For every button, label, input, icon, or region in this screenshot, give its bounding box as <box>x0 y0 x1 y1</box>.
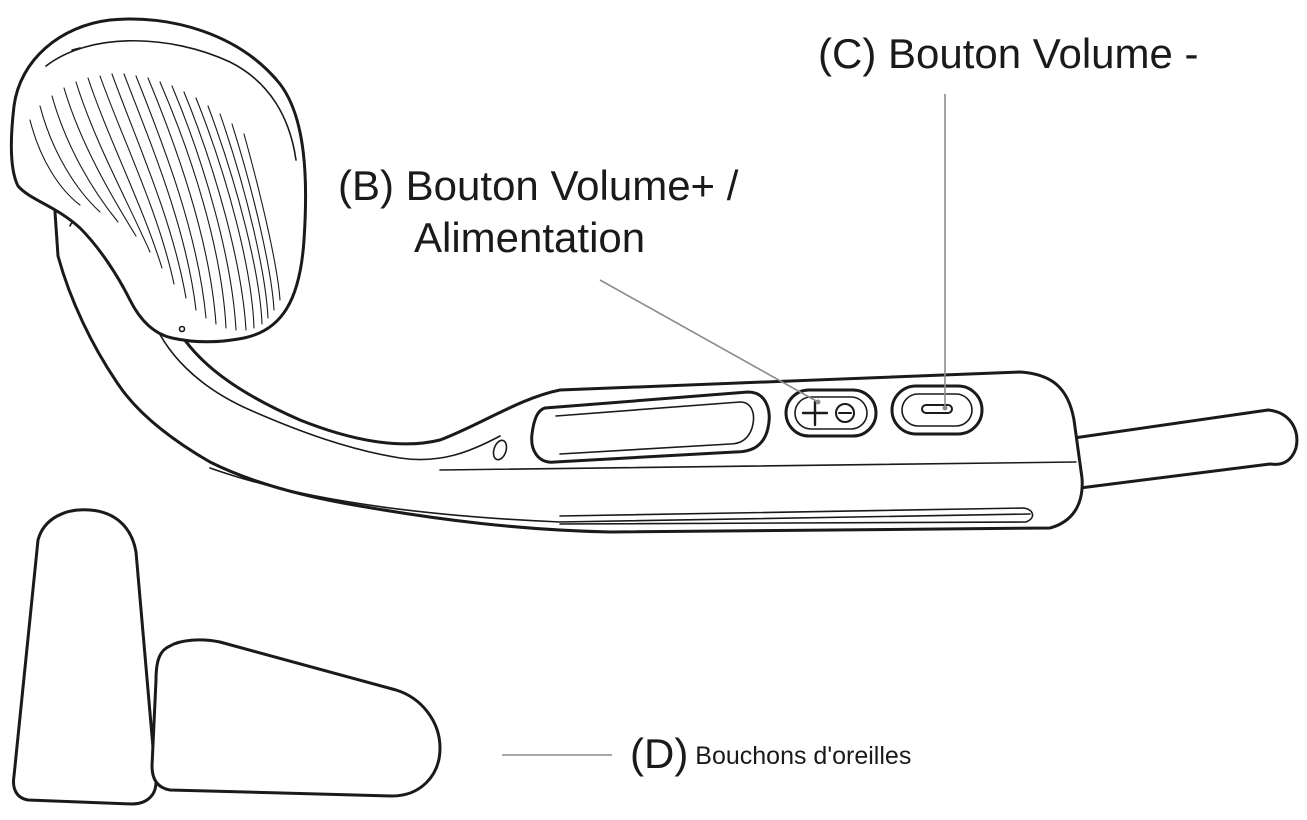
label-b-line1-row: (B) Bouton Volume+ / <box>338 160 738 212</box>
label-b-line1: Bouton Volume+ / <box>405 162 739 209</box>
transducer-pod <box>9 17 308 344</box>
label-c-letter: (C) <box>818 30 877 77</box>
cable <box>1058 408 1299 490</box>
label-b-line2-row: Alimentation <box>338 212 738 264</box>
leader-dot-b <box>815 399 821 405</box>
plus-icon <box>801 400 829 427</box>
leader-dot-c <box>942 405 948 411</box>
label-d: (D) Bouchons d'oreilles <box>630 733 912 776</box>
pod-ridges <box>29 73 281 331</box>
volume-plus-power-button <box>784 388 878 438</box>
label-d-letter: D <box>644 730 675 777</box>
leader-line-b <box>599 279 819 403</box>
label-d-open: ( <box>630 730 644 777</box>
label-d-text: Bouchons d'oreilles <box>695 742 912 770</box>
label-d-close: ) <box>674 730 689 777</box>
control-panel <box>530 390 771 464</box>
label-c: (C) Bouton Volume - <box>818 28 1199 80</box>
power-icon <box>835 403 855 423</box>
earplug-lying <box>150 638 442 798</box>
volume-minus-button <box>890 384 984 436</box>
minus-icon <box>921 404 953 414</box>
label-b-line2: Alimentation <box>414 214 646 261</box>
label-b-letter: (B) <box>338 162 394 209</box>
label-b: (B) Bouton Volume+ / Alimentation <box>338 160 738 264</box>
label-c-text: Bouton Volume - <box>887 30 1199 77</box>
earplug-upright <box>12 508 158 806</box>
microphone-hole <box>492 439 508 461</box>
